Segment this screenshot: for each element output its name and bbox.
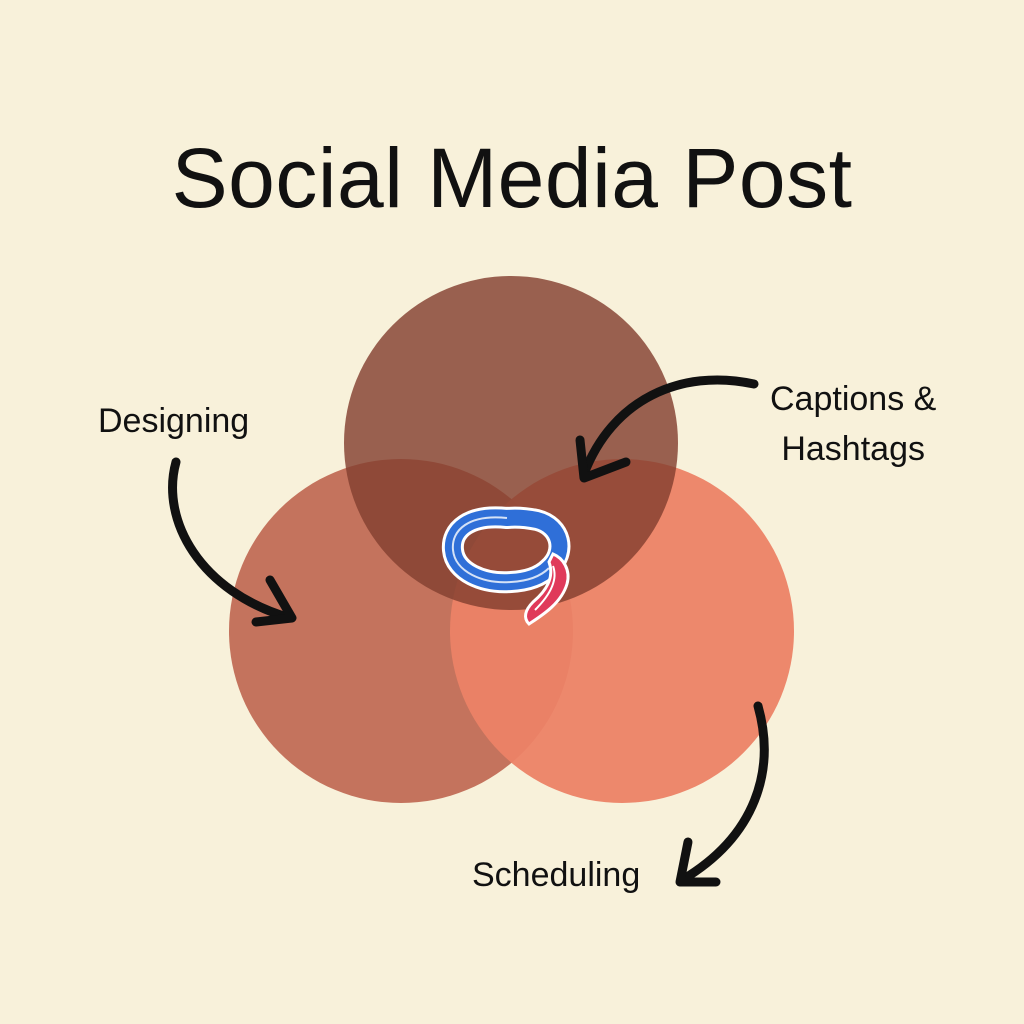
arrow-scheduling bbox=[675, 701, 769, 887]
arrow-captions-hashtags bbox=[575, 375, 759, 483]
label-designing: Designing bbox=[98, 402, 250, 440]
page-title: Social Media Post bbox=[171, 131, 853, 225]
label-captions-line1: Captions & bbox=[770, 380, 937, 418]
circle-captions-hashtags bbox=[344, 276, 678, 610]
speech-bubble-ribbon-logo bbox=[441, 506, 571, 626]
label-captions-hashtags: Captions & Hashtags bbox=[770, 374, 936, 474]
arrow-designing bbox=[168, 457, 297, 627]
label-captions-line2: Hashtags bbox=[781, 430, 925, 468]
label-scheduling: Scheduling bbox=[472, 856, 641, 894]
